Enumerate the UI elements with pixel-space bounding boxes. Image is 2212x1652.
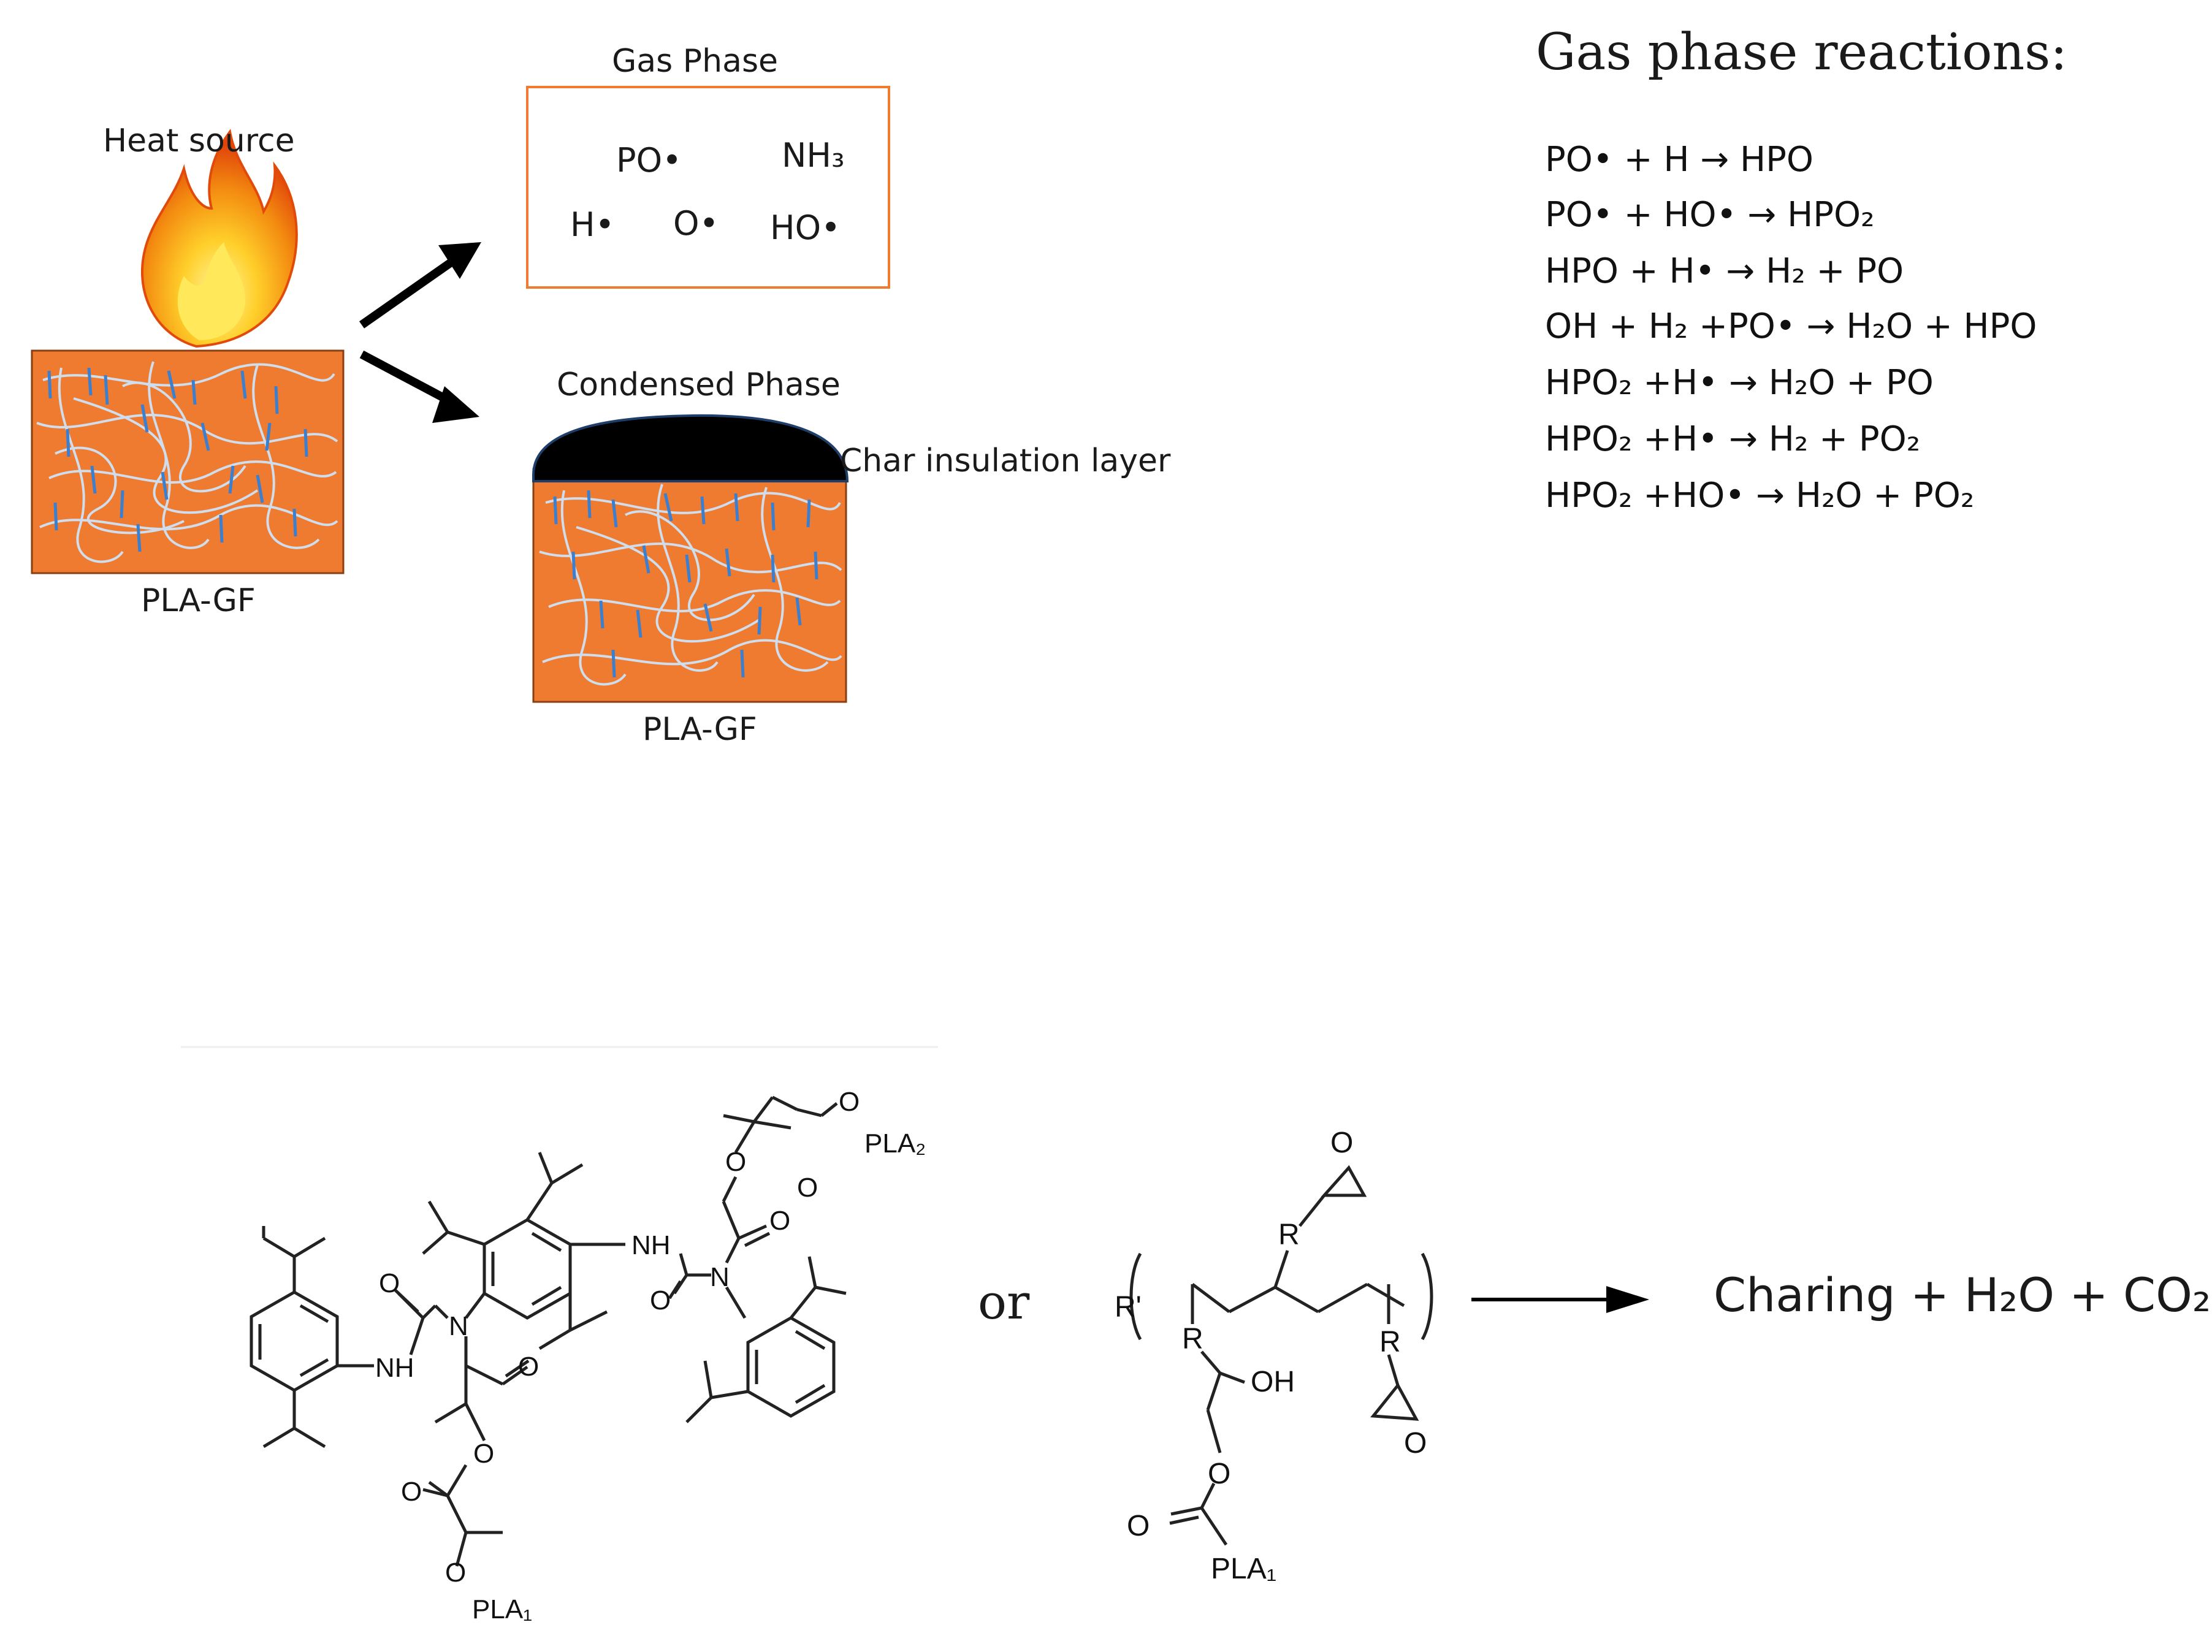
- char-insulation-label: Char insulation layer: [840, 443, 1171, 479]
- o-label: O: [1208, 1458, 1230, 1490]
- char-insulation-layer: [532, 414, 849, 482]
- o-label: O: [797, 1173, 818, 1203]
- species-po-radical: PO•: [616, 141, 682, 180]
- chemical-structures: NH O N O O O O PLA₁ NH N O O O O O PLA₂ …: [181, 1046, 1649, 1624]
- o-label: O: [401, 1477, 422, 1507]
- species-nh3: NH₃: [782, 136, 845, 175]
- flame-retardancy-diagram: [31, 86, 890, 703]
- n-label: N: [449, 1311, 468, 1341]
- o-label: O: [725, 1147, 746, 1177]
- o-label: O: [1404, 1427, 1427, 1460]
- arrow-to-gas-phase: [359, 242, 481, 329]
- reaction-item: PO• + HO• → HPO₂: [1545, 195, 1875, 235]
- reaction-item: OH + H₂ +PO• → H₂O + HPO: [1545, 306, 2037, 346]
- reaction-item: HPO₂ +HO• → H₂O + PO₂: [1545, 476, 1975, 516]
- reaction-item: HPO + H• → H₂ + PO: [1545, 251, 1904, 291]
- reaction-item: HPO₂ +H• → H₂ + PO₂: [1545, 419, 1921, 459]
- reaction-item: HPO₂ +H• → H₂O + PO: [1545, 363, 1934, 403]
- heat-source-label: Heat source: [103, 123, 295, 159]
- product-text: Charing + H₂O + CO₂: [1714, 1268, 2211, 1322]
- species-ho-radical: HO•: [770, 208, 841, 247]
- glass-fibers: [47, 367, 308, 552]
- o-label: O: [769, 1206, 790, 1236]
- condensed-phase-title: Condensed Phase: [557, 367, 841, 403]
- o-label: O: [650, 1285, 671, 1315]
- sample-label-left: PLA-GF: [141, 582, 256, 619]
- flame-icon: [141, 129, 298, 348]
- o-label: O: [839, 1087, 860, 1117]
- species-h-radical: H•: [570, 205, 615, 244]
- polymer-chains: [36, 361, 338, 563]
- o-label: O: [379, 1268, 400, 1298]
- nh-label: NH: [375, 1353, 414, 1383]
- reaction-item: PO• + H → HPO: [1545, 140, 1813, 180]
- reaction-arrow: [1471, 1286, 1649, 1313]
- r-label: R: [1182, 1323, 1203, 1355]
- r-label: R: [1278, 1219, 1300, 1251]
- species-o-radical: O•: [673, 204, 719, 243]
- o-label: O: [1127, 1510, 1150, 1542]
- o-label: O: [473, 1439, 494, 1469]
- arrow-to-condensed-phase: [359, 350, 479, 423]
- sample-label-right: PLA-GF: [643, 711, 757, 748]
- r-label: R: [1379, 1326, 1401, 1358]
- o-label: O: [445, 1558, 466, 1588]
- n-label: N: [710, 1262, 730, 1292]
- pla2-label: PLA₂: [864, 1129, 926, 1159]
- nh-label: NH: [631, 1230, 671, 1260]
- gas-phase-title: Gas Phase: [612, 43, 779, 80]
- epoxy-chain-extender-structure: [1129, 1165, 1433, 1546]
- o-label: O: [518, 1352, 539, 1382]
- reactions-title: Gas phase reactions:: [1536, 23, 2068, 82]
- r-prime-label: R': [1115, 1291, 1142, 1323]
- o-label: O: [1330, 1127, 1353, 1159]
- pla1-label: PLA₁: [1211, 1553, 1276, 1585]
- pla1-label: PLA₁: [472, 1594, 532, 1624]
- pla-gf-sample-left: [31, 349, 345, 574]
- pla-gf-sample-right: [532, 414, 849, 703]
- gas-phase-box: [526, 86, 890, 289]
- carbodiimide-pla-structure: [250, 1095, 847, 1567]
- or-text: or: [978, 1275, 1030, 1330]
- oh-label: OH: [1251, 1366, 1295, 1398]
